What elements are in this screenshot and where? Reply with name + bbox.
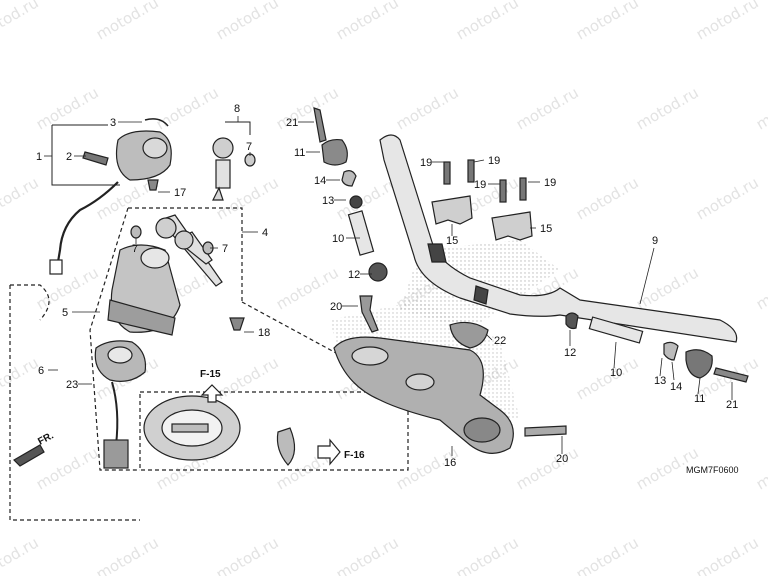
part-number-21: 21 [726, 399, 738, 411]
part-number-15: 15 [446, 235, 458, 247]
leader-line [639, 247, 655, 305]
part-number-19: 19 [544, 177, 556, 189]
part-number-20: 20 [556, 453, 568, 465]
watermark-text: motod.ru [753, 443, 768, 493]
leader-line [473, 159, 485, 163]
watermark-text: motod.ru [33, 83, 102, 133]
leader-line [697, 377, 701, 395]
part-number-13: 13 [654, 375, 666, 387]
watermark-text: motod.ru [33, 263, 102, 313]
watermark-text: motod.ru [513, 443, 582, 493]
part-number-7: 7 [246, 141, 252, 153]
watermark-text: motod.ru [453, 533, 522, 576]
part-number-21: 21 [286, 117, 298, 129]
part-number-23: 23 [66, 379, 78, 391]
part-number-19: 19 [474, 179, 486, 191]
leader-line [613, 341, 617, 369]
watermark-text: motod.ru [333, 533, 402, 576]
watermark-text: motod.ru [753, 263, 768, 313]
watermark-text: motod.ru [693, 173, 762, 223]
part-number-4: 4 [262, 227, 268, 239]
part-number-19: 19 [488, 155, 500, 167]
watermark-text: motod.ru [513, 83, 582, 133]
watermark-text: motod.ru [753, 83, 768, 133]
handlebar-weight-assembly-left [313, 107, 388, 333]
watermark-text: motod.ru [0, 0, 42, 43]
watermark-text: motod.ru [273, 83, 342, 133]
part-number-13: 13 [322, 195, 334, 207]
part-number-22: 22 [494, 335, 506, 347]
part-number-7: 7 [132, 243, 138, 255]
part-number-7: 7 [222, 243, 228, 255]
ignition-switch-assembly [9, 118, 409, 521]
part-number-18: 18 [258, 327, 270, 339]
watermark-text: motod.ru [573, 0, 642, 43]
part-number-10: 10 [332, 233, 344, 245]
part-number-14: 14 [314, 175, 326, 187]
leader-line [485, 333, 493, 341]
ref-label-a: F-15 [200, 369, 221, 380]
part-number-12: 12 [348, 269, 360, 281]
part-number-3: 3 [110, 117, 116, 129]
part-number-2: 2 [66, 151, 72, 163]
watermark-text: motod.ru [0, 353, 42, 403]
watermark-text: motod.ru [573, 173, 642, 223]
watermark-text: motod.ru [693, 533, 762, 576]
watermark-text: motod.ru [333, 0, 402, 43]
watermark-text: motod.ru [693, 0, 762, 43]
part-number-15: 15 [540, 223, 552, 235]
watermark-text: motod.ru [0, 173, 42, 223]
part-number-11: 11 [694, 393, 705, 405]
watermark-text: motod.ru [213, 0, 282, 43]
watermark-text: motod.ru [213, 353, 282, 403]
diagram-code: MGM7F0600 [686, 465, 739, 475]
part-number-11: 11 [294, 147, 305, 159]
part-number-20: 20 [330, 301, 342, 313]
watermark-text: motod.ru [153, 83, 222, 133]
watermark-text: motod.ru [453, 0, 522, 43]
part-number-1: 1 [36, 151, 42, 163]
part-number-14: 14 [670, 381, 682, 393]
leader-line [671, 361, 675, 381]
ref-label-b: F-16 [344, 450, 365, 461]
part-number-19: 19 [420, 157, 432, 169]
watermark-text: motod.ru [573, 353, 642, 403]
watermark-text: motod.ru [93, 0, 162, 43]
part-number-8: 8 [234, 103, 240, 115]
part-number-6: 6 [38, 365, 44, 377]
watermark-text: motod.ru [633, 263, 702, 313]
watermark-text: motod.ru [573, 533, 642, 576]
leader-line [659, 357, 663, 377]
watermark-text: motod.ru [213, 533, 282, 576]
part-number-16: 16 [444, 457, 456, 469]
part-number-12: 12 [564, 347, 576, 359]
part-number-10: 10 [610, 367, 622, 379]
part-number-9: 9 [652, 235, 658, 247]
watermark-text: motod.ru [393, 83, 462, 133]
top-bridge [333, 321, 567, 454]
watermark-text: motod.ru [0, 533, 42, 576]
direction-label: FR. [36, 430, 56, 447]
part-number-5: 5 [62, 307, 68, 319]
watermark-text: motod.ru [93, 533, 162, 576]
handlebar [379, 134, 749, 383]
part-number-17: 17 [174, 187, 186, 199]
watermark-text: motod.ru [633, 83, 702, 133]
